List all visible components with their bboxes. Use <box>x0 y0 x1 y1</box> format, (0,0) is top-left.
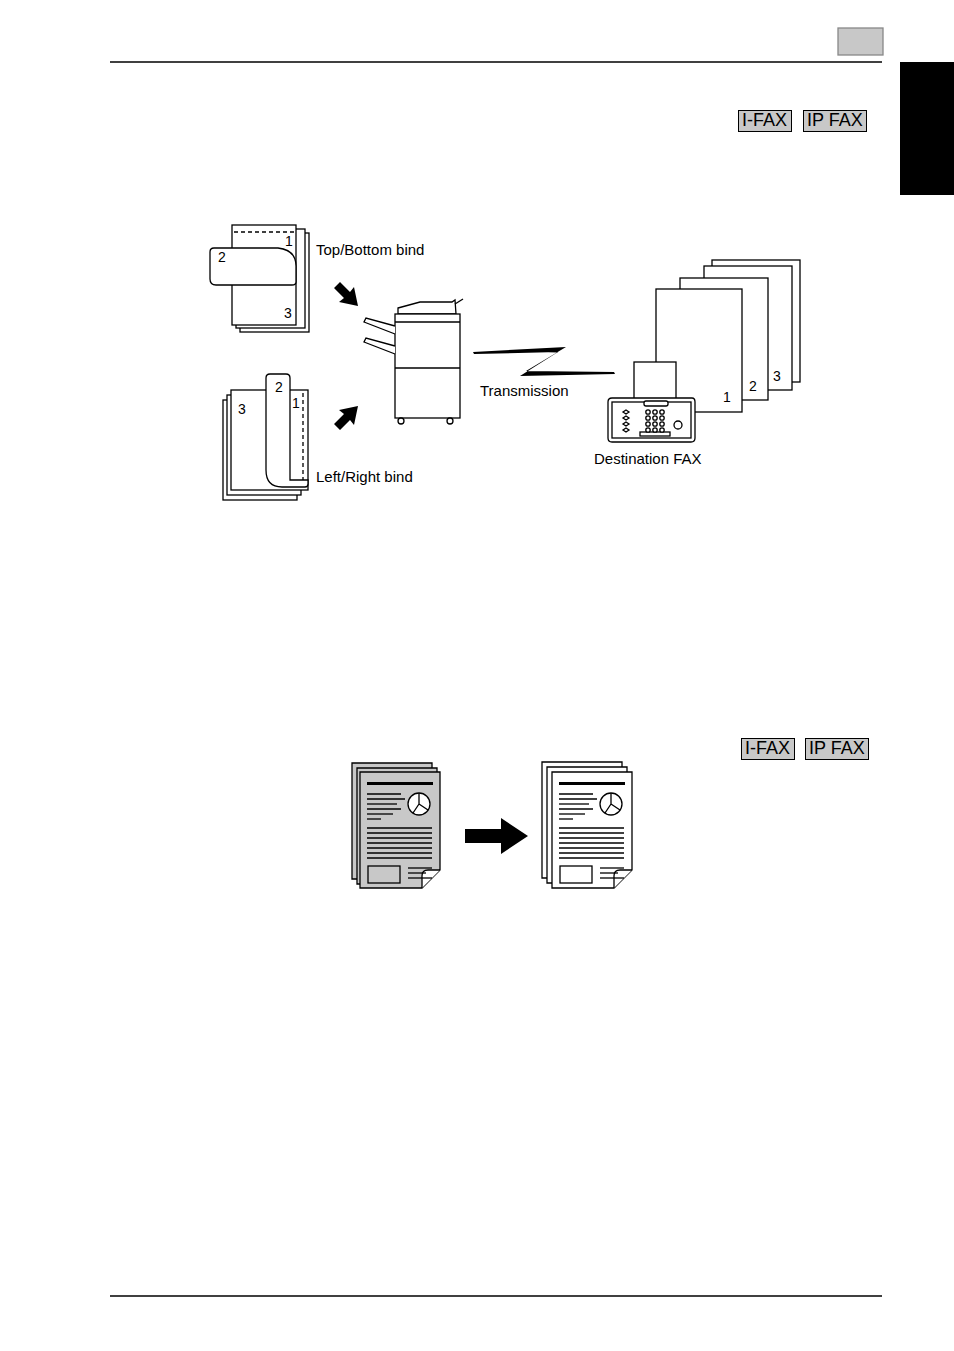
key <box>660 416 664 420</box>
key <box>653 416 657 420</box>
footer-rule <box>110 1295 882 1296</box>
key <box>660 410 664 414</box>
key <box>646 410 650 414</box>
caption-label: Left/Right bind <box>316 469 413 484</box>
page-number: 3 <box>773 369 781 383</box>
key <box>653 410 657 414</box>
key <box>646 422 650 426</box>
key <box>623 416 629 420</box>
key <box>623 410 629 414</box>
key <box>623 422 629 426</box>
caption-label: Destination FAX <box>594 451 702 466</box>
key <box>653 422 657 426</box>
left-right-stack <box>223 374 308 500</box>
page-number: 1 <box>285 234 293 248</box>
page-number: 2 <box>218 250 226 264</box>
mode-tag: IP FAX <box>805 738 869 760</box>
page-number: 1 <box>292 396 300 410</box>
page-number: 3 <box>238 402 246 416</box>
key <box>653 428 657 432</box>
feed-arrows <box>334 282 358 430</box>
mode-tag: IP FAX <box>803 110 867 132</box>
mode-tag-text: IP FAX <box>807 110 863 130</box>
mode-tag-text: I-FAX <box>742 110 787 130</box>
key <box>660 428 664 432</box>
mode-tag: I-FAX <box>738 110 792 132</box>
conversion-arrow <box>465 818 528 854</box>
fax-keypad <box>623 410 664 432</box>
document-stacks <box>352 762 632 888</box>
chapter-box <box>838 28 883 55</box>
key <box>660 422 664 426</box>
key <box>646 416 650 420</box>
fax-machine <box>608 362 695 442</box>
caption-label: Transmission <box>480 383 569 398</box>
top-bottom-stack <box>210 225 309 332</box>
header-rule <box>110 61 882 62</box>
caption-label: Top/Bottom bind <box>316 242 424 257</box>
mode-tag-text: IP FAX <box>809 738 865 758</box>
key <box>623 428 629 432</box>
page-number: 1 <box>723 390 731 404</box>
copier-machine <box>364 299 463 424</box>
chapter-tab <box>900 62 954 195</box>
received-pages <box>656 260 800 412</box>
key <box>646 428 650 432</box>
mode-tag: I-FAX <box>741 738 795 760</box>
document-page <box>360 772 440 888</box>
document-page <box>552 772 632 888</box>
page-number: 2 <box>749 379 757 393</box>
page-number: 2 <box>275 380 283 394</box>
transmission-bolt <box>473 347 615 376</box>
page-number: 3 <box>284 306 292 320</box>
mode-tag-text: I-FAX <box>745 738 790 758</box>
